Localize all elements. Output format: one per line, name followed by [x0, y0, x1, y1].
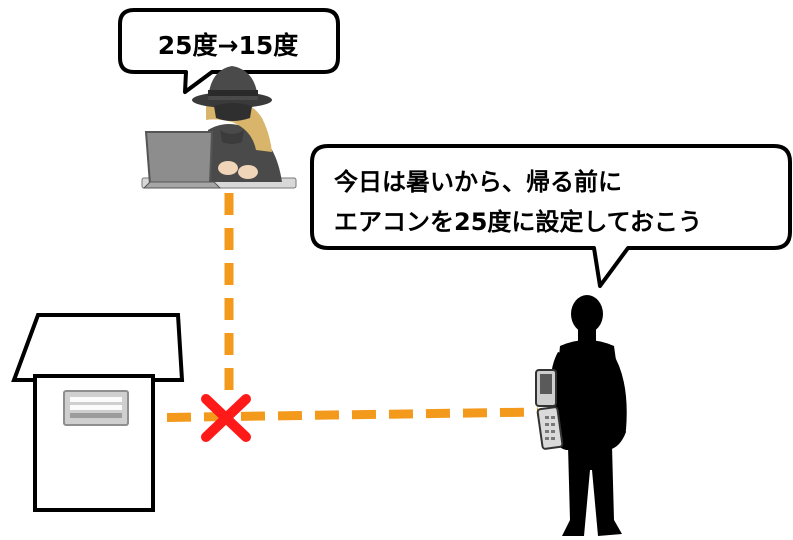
person-head [571, 295, 603, 333]
person-silhouette-icon [535, 295, 627, 536]
laptop-screen [144, 131, 214, 185]
victim-bubble-line-1: 今日は暑いから、帰る前に [334, 168, 622, 196]
victim-bubble-text: 今日は暑いから、帰る前に エアコンを25度に設定しておこう [334, 162, 774, 242]
victim-bubble-line-2: エアコンを25度に設定しておこう [334, 208, 702, 236]
laptop-base [142, 181, 222, 189]
house-roof [11, 313, 185, 382]
house-icon [11, 313, 185, 512]
communication-lines [129, 193, 539, 423]
person-legs [562, 446, 622, 536]
hacker-bubble-text: 25度→15度 [157, 31, 299, 60]
victim-speech-bubble [310, 144, 792, 288]
aircon-to-phone-line [129, 407, 539, 423]
flip-phone-icon [535, 369, 564, 450]
hacker-speech-bubble [118, 8, 340, 94]
air-conditioner-icon [63, 390, 129, 426]
x-mark-icon [201, 394, 251, 442]
hacker-at-laptop-icon [141, 66, 297, 189]
